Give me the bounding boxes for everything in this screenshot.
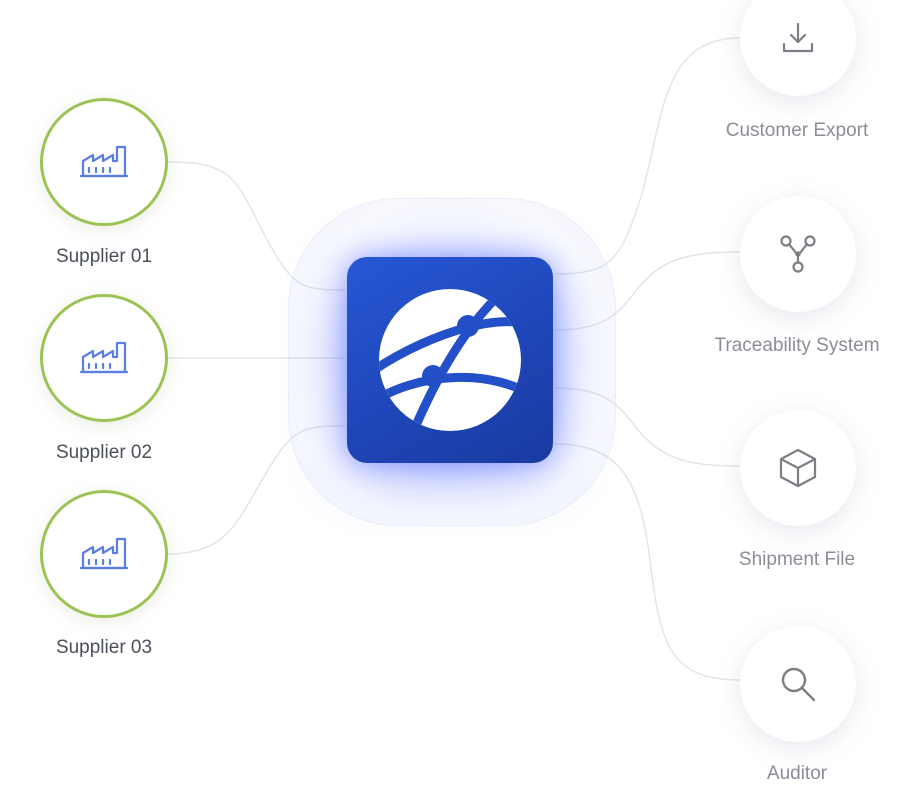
globe-network-icon bbox=[379, 289, 521, 431]
customer-export-node[interactable] bbox=[740, 0, 856, 96]
download-icon bbox=[782, 22, 814, 53]
search-icon bbox=[781, 667, 816, 702]
platform-hub[interactable] bbox=[347, 257, 553, 463]
supplier-01-node[interactable] bbox=[40, 98, 168, 226]
hub-ring bbox=[288, 198, 616, 526]
connector-traceability-system bbox=[554, 251, 741, 331]
auditor-label: Auditor bbox=[766, 763, 828, 784]
supplier-03-label: Supplier 03 bbox=[55, 637, 153, 658]
traceability-system-node[interactable] bbox=[740, 196, 856, 312]
customer-export-label: Customer Export bbox=[725, 120, 869, 141]
factory-icon bbox=[80, 341, 128, 374]
factory-icon bbox=[80, 145, 128, 178]
factory-icon bbox=[80, 537, 128, 570]
shipment-file-node[interactable] bbox=[740, 410, 856, 526]
supplier-02-node[interactable] bbox=[40, 294, 168, 422]
supplier-02-label: Supplier 02 bbox=[55, 442, 153, 463]
box-icon bbox=[779, 448, 817, 488]
supplier-01-label: Supplier 01 bbox=[55, 246, 153, 267]
network-nodes-icon bbox=[780, 235, 816, 273]
shipment-file-label: Shipment File bbox=[738, 549, 856, 570]
supplier-03-node[interactable] bbox=[40, 490, 168, 618]
auditor-node[interactable] bbox=[740, 626, 856, 742]
traceability-system-label: Traceability System bbox=[714, 335, 880, 356]
connector-shipment-file bbox=[554, 387, 741, 467]
